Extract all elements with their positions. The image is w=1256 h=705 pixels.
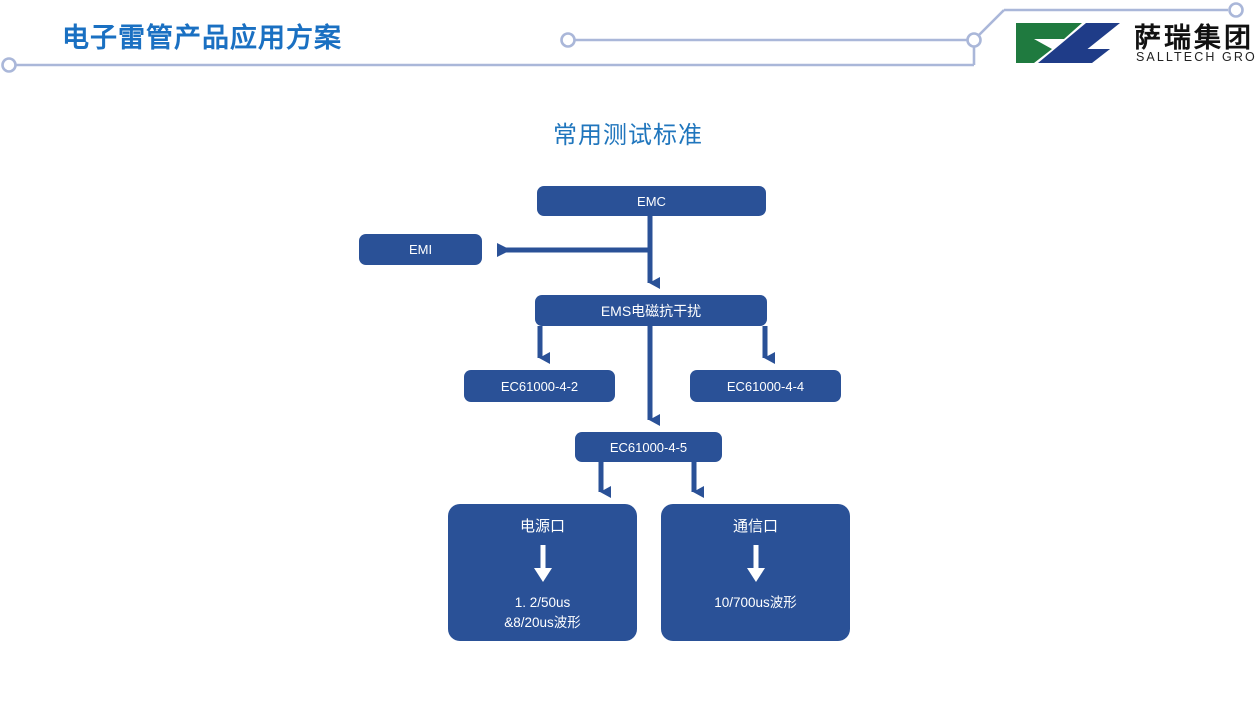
node-ec61000-4-4[interactable]: EC61000-4-4 — [690, 370, 841, 402]
node-power-port[interactable]: 电源口 1. 2/50us &8/20us波形 — [448, 504, 637, 641]
node-power-port-label: 电源口 — [519, 518, 565, 535]
node-ec61000-4-2-label: EC61000-4-2 — [500, 378, 579, 394]
logo-name-cn: 萨瑞集团 — [1134, 23, 1254, 54]
page-title: 电子雷管产品应用方案 — [62, 23, 342, 53]
slide-subtitle: 常用测试标准 — [553, 122, 703, 149]
node-emi-label: EMI — [408, 242, 433, 257]
node-comm-port-detail: 10/700us波形 — [714, 595, 797, 610]
node-ems[interactable]: EMS电磁抗干扰 — [535, 295, 767, 326]
node-power-port-detail: 1. 2/50us &8/20us波形 — [504, 595, 581, 630]
node-emc-label: EMC — [637, 193, 666, 209]
node-comm-port-label: 通信口 — [732, 518, 778, 535]
header-circuit-trace — [1, 2, 1244, 73]
node-comm-port[interactable]: 通信口 10/700us波形 — [661, 504, 850, 641]
node-ec61000-4-4-label: EC61000-4-4 — [726, 378, 805, 394]
down-arrow-icon — [533, 545, 552, 582]
logo-name-en: SALLTECH GROUP — [1136, 50, 1256, 64]
node-emi[interactable]: EMI — [359, 234, 482, 265]
node-ec61000-4-2[interactable]: EC61000-4-2 — [464, 370, 615, 402]
salltech-logo-mark — [1016, 23, 1120, 63]
slide-header: 电子雷管产品应用方案 萨瑞集团 SALLTECH GROUP — [0, 0, 1256, 90]
company-logo: 萨瑞集团 SALLTECH GROUP — [1012, 14, 1256, 72]
node-ems-label: EMS电磁抗干扰 — [600, 302, 702, 319]
node-ec61000-4-5-label: EC61000-4-5 — [609, 439, 688, 455]
node-ec61000-4-5[interactable]: EC61000-4-5 — [575, 432, 722, 462]
node-emc[interactable]: EMC — [537, 186, 766, 216]
down-arrow-icon — [746, 545, 765, 582]
